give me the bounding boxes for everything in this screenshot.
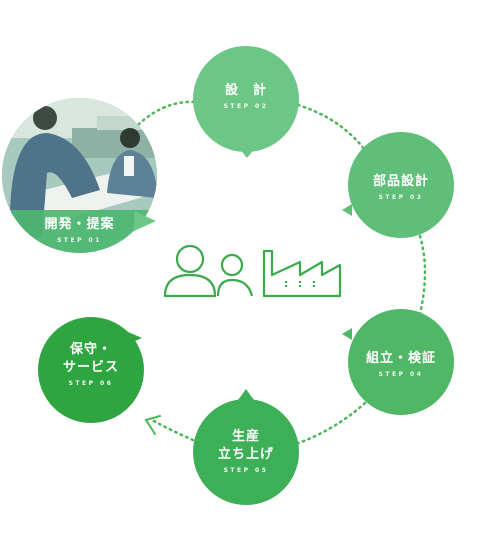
step-number: STEP 03 xyxy=(378,194,424,201)
step-05-pointer xyxy=(238,389,254,400)
step-03-parts-design[interactable]: 部品設計 STEP 03 xyxy=(348,132,454,238)
step-02-design[interactable]: 設 計 STEP 02 xyxy=(193,46,299,152)
step-02-pointer xyxy=(239,148,255,158)
step-title: 設 計 xyxy=(224,83,267,98)
step-01-development-proposal[interactable]: 開発・提案 STEP 01 xyxy=(2,98,157,253)
connector-3-4 xyxy=(418,234,427,316)
return-arrow-icon xyxy=(144,415,161,435)
people-and-factory-icon xyxy=(163,244,342,298)
step-title: 部品設計 xyxy=(372,174,429,189)
step-01-pointer xyxy=(134,211,156,231)
step-number: STEP 05 xyxy=(223,467,269,474)
step-06-pointer xyxy=(126,331,142,345)
step-number: STEP 04 xyxy=(378,371,424,378)
step-title: 開発・提案 xyxy=(44,217,115,232)
step-title-line-2: 立ち上げ xyxy=(217,447,274,462)
connector-4-5 xyxy=(294,401,367,446)
step-04-pointer xyxy=(342,328,352,340)
step-number: STEP 01 xyxy=(57,237,102,244)
step-number: STEP 02 xyxy=(223,103,269,110)
step-04-assembly-verification[interactable]: 組立・検証 STEP 04 xyxy=(348,309,454,415)
connector-5-6 xyxy=(150,418,195,442)
step-03-pointer xyxy=(342,204,352,216)
step-05-production-launch[interactable]: 生産 立ち上げ STEP 05 xyxy=(193,399,299,505)
step-01-label-band: 開発・提案 STEP 01 xyxy=(2,210,157,253)
step-title-line-1: 保守・ xyxy=(69,342,112,357)
connector-2-3 xyxy=(296,103,367,152)
step-title: 組立・検証 xyxy=(365,351,436,366)
step-title-line-1: 生産 xyxy=(231,429,260,444)
step-number: STEP 06 xyxy=(68,380,114,387)
step-title-line-2: サービス xyxy=(62,360,119,375)
